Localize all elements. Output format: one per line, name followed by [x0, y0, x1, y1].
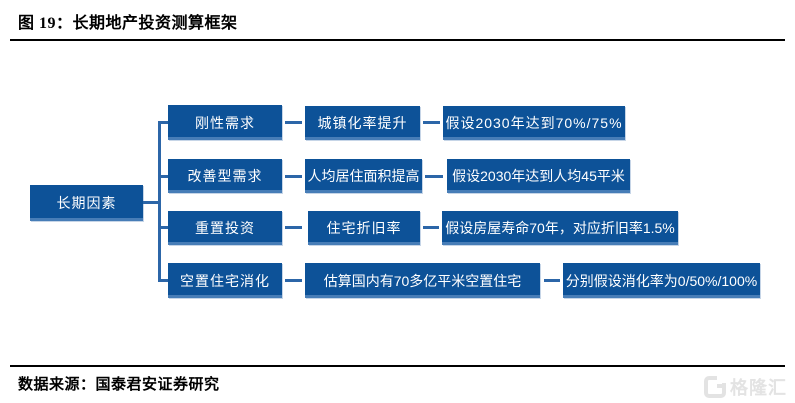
gelonghui-logo-text: 格隆汇: [730, 378, 787, 398]
bottom-rule: [10, 365, 785, 367]
node-urbanization-rate: 城镇化率提升: [305, 106, 420, 140]
node-per-capita-assumption: 假设2030年达到人均45平米: [447, 159, 630, 193]
node-depreciation-rate: 住宅折旧率: [308, 211, 420, 245]
connector-row4-factor-driver: [285, 279, 302, 282]
node-depreciation-assumption: 假设房屋寿命70年，对应折旧率1.5%: [442, 211, 678, 245]
node-rigid-demand: 刚性需求: [168, 105, 282, 140]
node-improvement-demand: 改善型需求: [168, 159, 282, 193]
connector-stub-row1: [158, 121, 168, 124]
connector-stub-row2: [158, 175, 168, 178]
connector-row4-driver-assumption: [544, 279, 560, 282]
figure-title: 图 19：长期地产投资测算框架: [18, 15, 238, 32]
connector-row1-driver-assumption: [423, 121, 440, 124]
node-replacement-investment: 重置投资: [168, 211, 282, 245]
node-long-term-factors: 长期因素: [30, 185, 143, 221]
node-vacant-housing-estimate: 估算国内有70多亿平米空置住宅: [305, 263, 540, 298]
node-absorption-assumption: 分别假设消化率为0/50%/100%: [563, 263, 760, 298]
connector-stub-row3: [158, 226, 168, 229]
connector-row3-factor-driver: [285, 226, 302, 229]
top-rule: [10, 39, 785, 41]
connector-row1-factor-driver: [285, 121, 302, 124]
connector-bracket-vertical: [158, 121, 161, 282]
connector-stub-row4: [158, 279, 168, 282]
connector-row3-driver-assumption: [423, 226, 439, 229]
connector-root-stem: [143, 201, 158, 204]
gelonghui-watermark: 格隆汇: [704, 374, 787, 400]
connector-row2-driver-assumption: [425, 175, 443, 178]
data-source-text: 数据来源：国泰君安证券研究: [18, 377, 220, 393]
node-per-capita-area: 人均居住面积提高: [305, 159, 422, 193]
node-urbanization-assumption: 假设2030年达到70%/75%: [443, 106, 625, 140]
node-vacant-housing-absorption: 空置住宅消化: [168, 263, 282, 298]
connector-row2-factor-driver: [285, 175, 302, 178]
gelonghui-logo-icon: [704, 376, 726, 398]
